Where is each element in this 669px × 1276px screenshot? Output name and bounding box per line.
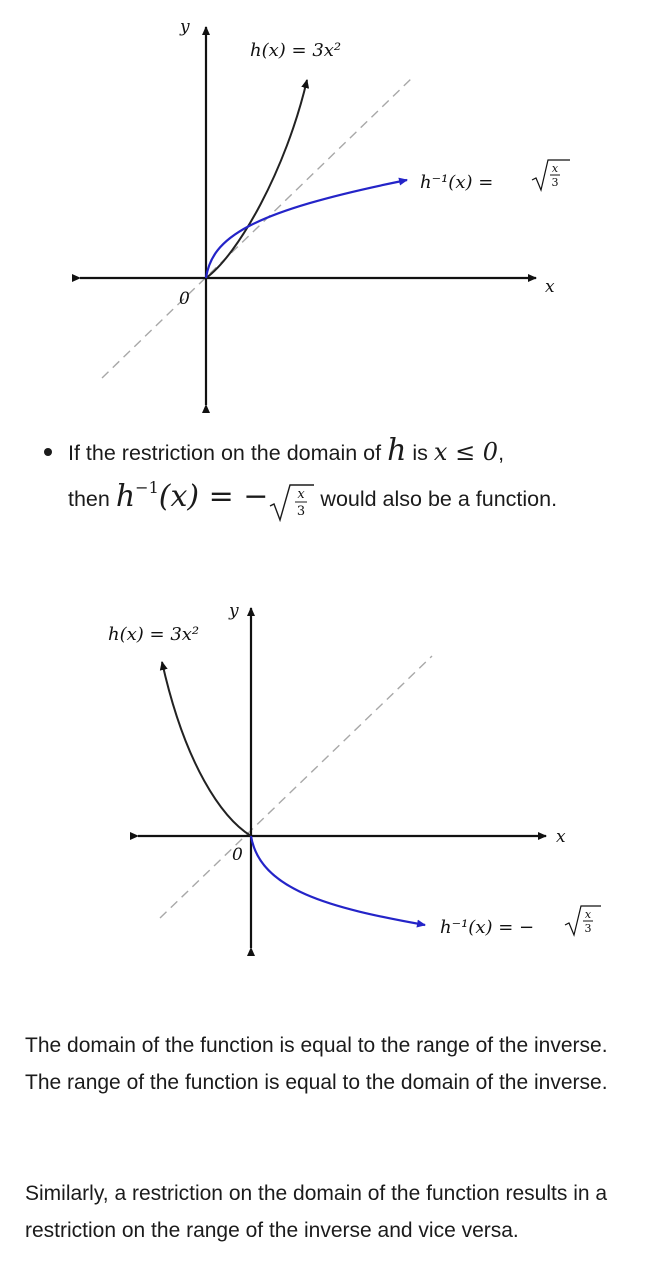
inverse-frac-den: 3 (552, 176, 559, 189)
graph1-svg: y x 0 h(x) = 3x² h⁻¹(x) = x 3 (72, 17, 570, 413)
x-axis-label: x (556, 827, 566, 847)
math-eq: = − (199, 479, 269, 514)
bullet-dot-icon (44, 448, 52, 456)
function-curve (159, 661, 252, 837)
bullet-text: is (406, 441, 434, 465)
inverse-label: h⁻¹(x) = − (440, 917, 534, 938)
bullet-text: then (68, 487, 116, 511)
graph-restricted-positive: y x 0 h(x) = 3x² h⁻¹(x) = x 3 (0, 0, 669, 420)
inverse-sqrt: x 3 (564, 905, 601, 937)
inverse-curve (249, 835, 426, 928)
frac-num: x (298, 487, 306, 502)
sqrt-sign-icon: x3 (270, 483, 315, 522)
bullet-text: If the restriction on the domain of (68, 441, 388, 465)
function-label: h(x) = 3x² (108, 624, 199, 645)
paragraph-restriction: Similarly, a restriction on the domain o… (25, 1182, 608, 1242)
math-h: h (387, 433, 407, 468)
inverse-frac-num: x (585, 908, 592, 921)
bullet-text: , (498, 441, 505, 465)
inverse-label: h⁻¹(x) = (420, 172, 493, 193)
bullet-line-1: If the restriction on the domain of h is… (68, 428, 504, 476)
inverse-frac-den: 3 (585, 922, 592, 935)
inverse-frac-num: x (552, 162, 559, 175)
origin-label: 0 (179, 289, 190, 309)
identity-line (101, 77, 413, 379)
math-h: h (115, 479, 136, 514)
function-curve (205, 79, 310, 279)
inverse-sqrt: x 3 (531, 159, 570, 192)
math-sup: −1 (135, 478, 159, 497)
frac-den: 3 (297, 504, 305, 519)
graph2-svg: y x 0 h(x) = 3x² h⁻¹(x) = − x 3 (108, 601, 601, 956)
bullet-text: would also be a function. (314, 487, 558, 511)
math-arg: (x) (158, 479, 200, 514)
y-axis-label: y (179, 17, 190, 37)
function-label: h(x) = 3x² (250, 40, 341, 61)
x-axis-label: x (545, 277, 555, 297)
origin-label: 0 (232, 845, 243, 865)
math-condition: x ≤ 0 (433, 438, 499, 466)
paragraph-domain-range: The domain of the function is equal to t… (25, 1034, 608, 1094)
inverse-curve (204, 177, 408, 279)
graph-restricted-negative: y x 0 h(x) = 3x² h⁻¹(x) = − x 3 (0, 590, 669, 960)
identity-line (159, 655, 433, 919)
y-axis-label: y (228, 601, 239, 621)
